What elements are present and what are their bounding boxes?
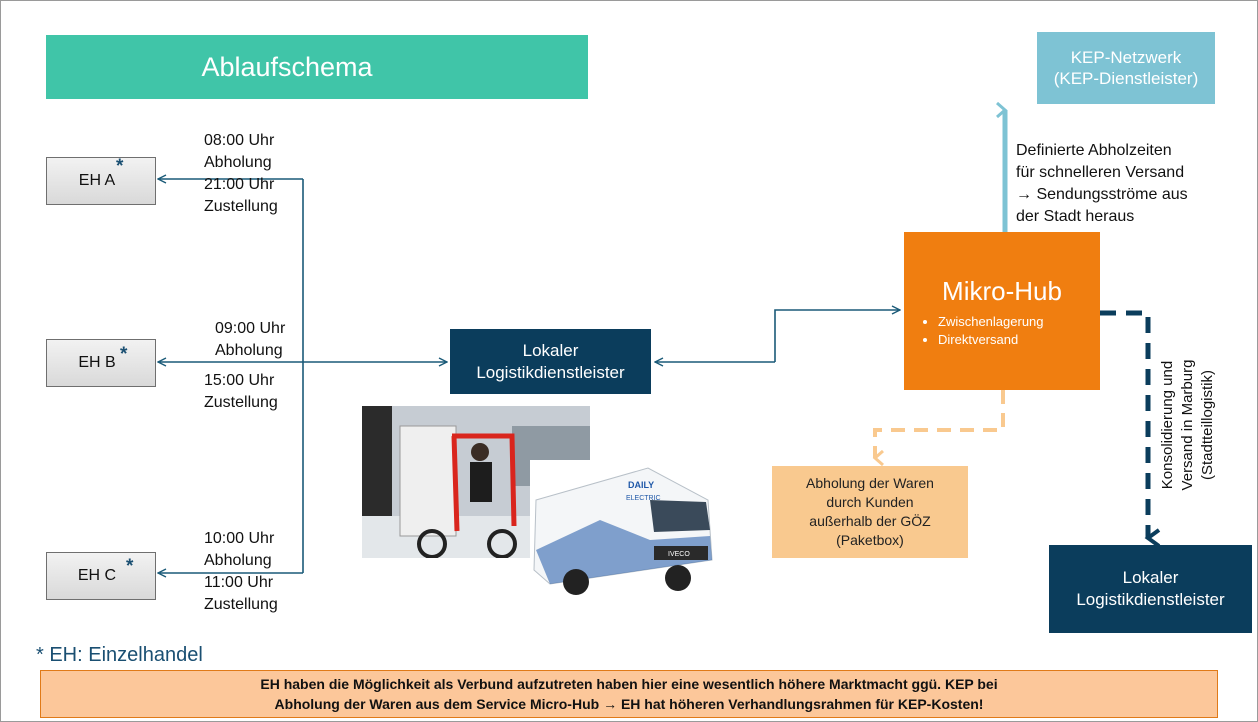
time-line: Zustellung: [204, 198, 278, 215]
time-line: Abholung: [215, 342, 283, 359]
title-text: Ablaufschema: [201, 51, 373, 82]
pickup-line: (Paketbox): [836, 532, 904, 548]
time-line: 15:00 Uhr: [204, 372, 275, 389]
mikro-hub-item: Zwischenlagerung: [938, 313, 1100, 331]
pickup-line: Abholung der Waren: [806, 475, 934, 491]
consolidation-note: Konsolidierung und Versand in Marburg (S…: [1158, 340, 1248, 510]
retailer-c-star: *: [126, 556, 134, 577]
mikro-hub-list: Zwischenlagerung Direktversand: [916, 313, 1100, 349]
retailer-b-times: 09:00 Uhr Abholung: [215, 318, 285, 362]
consolidation-line: Versand in Marburg: [1179, 359, 1196, 491]
retailer-b-star: *: [120, 344, 128, 365]
retailer-box-b: EH B: [46, 339, 156, 387]
retailer-b-times-2: 15:00 Uhr Zustellung: [204, 370, 278, 414]
lokal-center-line: Logistikdienstleister: [476, 362, 625, 382]
time-line: Zustellung: [204, 394, 278, 411]
bottom-note-line: EH haben die Möglichkeit als Verbund auf…: [260, 676, 998, 692]
time-line: 11:00 Uhr: [204, 574, 274, 591]
kep-note-line: → Sendungsströme aus: [1016, 186, 1188, 203]
pickup-line: durch Kunden: [826, 494, 914, 510]
retailer-box-c: EH C: [46, 552, 156, 600]
lokal-right-line: Logistikdienstleister: [1076, 590, 1225, 609]
pickup-line: außerhalb der GÖZ: [809, 513, 931, 529]
lokal-center-line: Lokaler: [522, 340, 579, 360]
retailer-a-star: *: [116, 156, 124, 177]
retailer-c-label: EH C: [77, 567, 117, 584]
kep-note-line: Definierte Abholzeiten: [1016, 142, 1172, 159]
footnote: * EH: Einzelhandel: [36, 644, 203, 666]
mikro-hub-item: Direktversand: [938, 331, 1100, 349]
kep-network-box: KEP-Netzwerk (KEP-Dienstleister): [1037, 32, 1215, 104]
van-text-iveco: IVECO: [668, 551, 690, 558]
arrow-to-pickup: [875, 390, 1005, 458]
kep-note-line: für schnelleren Versand: [1016, 164, 1185, 181]
time-line: 09:00 Uhr: [215, 320, 286, 337]
retailer-a-label: EH A: [78, 172, 116, 189]
mikro-hub-title: Mikro-Hub: [942, 276, 1062, 306]
time-line: 10:00 Uhr: [204, 530, 275, 547]
pickup-box: Abholung der Waren durch Kunden außerhal…: [772, 466, 968, 558]
kep-line: (KEP-Dienstleister): [1053, 69, 1199, 88]
bottom-note-line: Abholung der Waren aus dem Service Micro…: [274, 696, 984, 712]
retailer-b-label: EH B: [78, 354, 116, 371]
arrow-to-lokal-right: [1100, 310, 1161, 548]
mikro-hub-box: Mikro-Hub Zwischenlagerung Direktversand: [904, 232, 1100, 390]
time-line: 21:00 Uhr: [204, 176, 275, 193]
kep-line: KEP-Netzwerk: [1070, 48, 1182, 67]
time-line: 08:00 Uhr: [204, 132, 275, 149]
time-line: Abholung: [204, 552, 272, 569]
kep-note: Definierte Abholzeiten für schnelleren V…: [1016, 140, 1188, 228]
lokal-logistik-right: Lokaler Logistikdienstleister: [1049, 545, 1252, 633]
arrow-to-mikro-hub: [774, 310, 900, 362]
lokal-right-line: Lokaler: [1122, 568, 1179, 587]
bottom-note-bar: EH haben die Möglichkeit als Verbund auf…: [40, 670, 1218, 718]
retailer-a-times: 08:00 Uhr Abholung 21:00 Uhr Zustellung: [204, 130, 278, 218]
electric-van-photo: DAILY ELECTRIC IVECO: [530, 460, 716, 600]
title-banner: Ablaufschema: [46, 35, 588, 99]
retailer-box-a: EH A: [46, 157, 156, 205]
retailer-c-times: 10:00 Uhr Abholung 11:00 Uhr Zustellung: [204, 528, 278, 616]
lokal-logistik-center: Lokaler Logistikdienstleister: [450, 329, 651, 394]
consolidation-line: Konsolidierung und: [1159, 360, 1176, 490]
time-line: Zustellung: [204, 596, 278, 613]
electric-van-illustration: DAILY ELECTRIC IVECO: [533, 467, 713, 595]
consolidation-line: (Stadtteillogistik): [1199, 369, 1216, 481]
time-line: Abholung: [204, 154, 272, 171]
van-text-electric: ELECTRIC: [626, 495, 661, 502]
kep-note-line: der Stadt heraus: [1016, 208, 1135, 225]
van-text-daily: DAILY: [628, 480, 654, 490]
